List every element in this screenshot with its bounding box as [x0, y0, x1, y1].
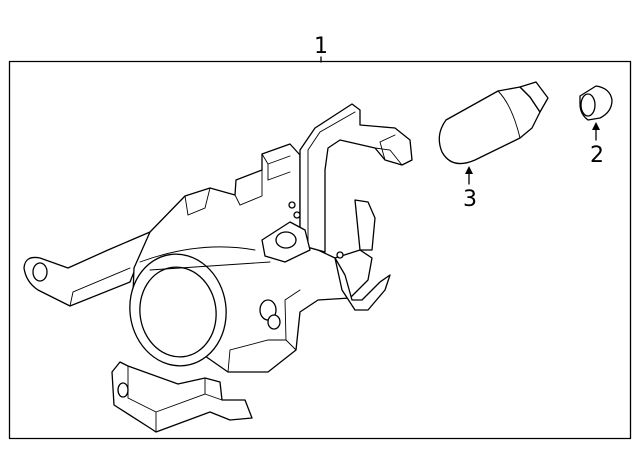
callout-1-label: 1 — [314, 34, 328, 59]
assembly-frame — [8, 60, 632, 440]
socket-face — [580, 93, 596, 117]
bulb-base — [519, 81, 549, 113]
socket — [579, 85, 613, 121]
left-mounting-tab — [23, 231, 151, 307]
bottom-bracket — [111, 361, 253, 433]
lamp-lens-outer — [129, 253, 227, 367]
callout-3: 3 — [463, 166, 477, 212]
adjuster-bracket — [299, 103, 413, 253]
bulb-socket-port — [261, 221, 311, 263]
callout-1: 1 — [314, 34, 328, 63]
right-clip — [354, 199, 376, 251]
right-hook — [334, 257, 391, 311]
fog-lamp-assembly — [23, 103, 413, 433]
bulb — [438, 81, 549, 165]
callout-3-label: 3 — [463, 187, 477, 212]
lamp-lens-inner — [139, 266, 217, 358]
callout-2-arrowhead — [592, 122, 600, 130]
callout-3-arrowhead — [465, 166, 473, 174]
callout-2-label: 2 — [590, 143, 604, 168]
callout-2: 2 — [590, 122, 604, 168]
bulb-glass — [438, 86, 541, 165]
left-mount-hole — [32, 262, 48, 282]
bottom-mount-hole — [117, 382, 129, 398]
